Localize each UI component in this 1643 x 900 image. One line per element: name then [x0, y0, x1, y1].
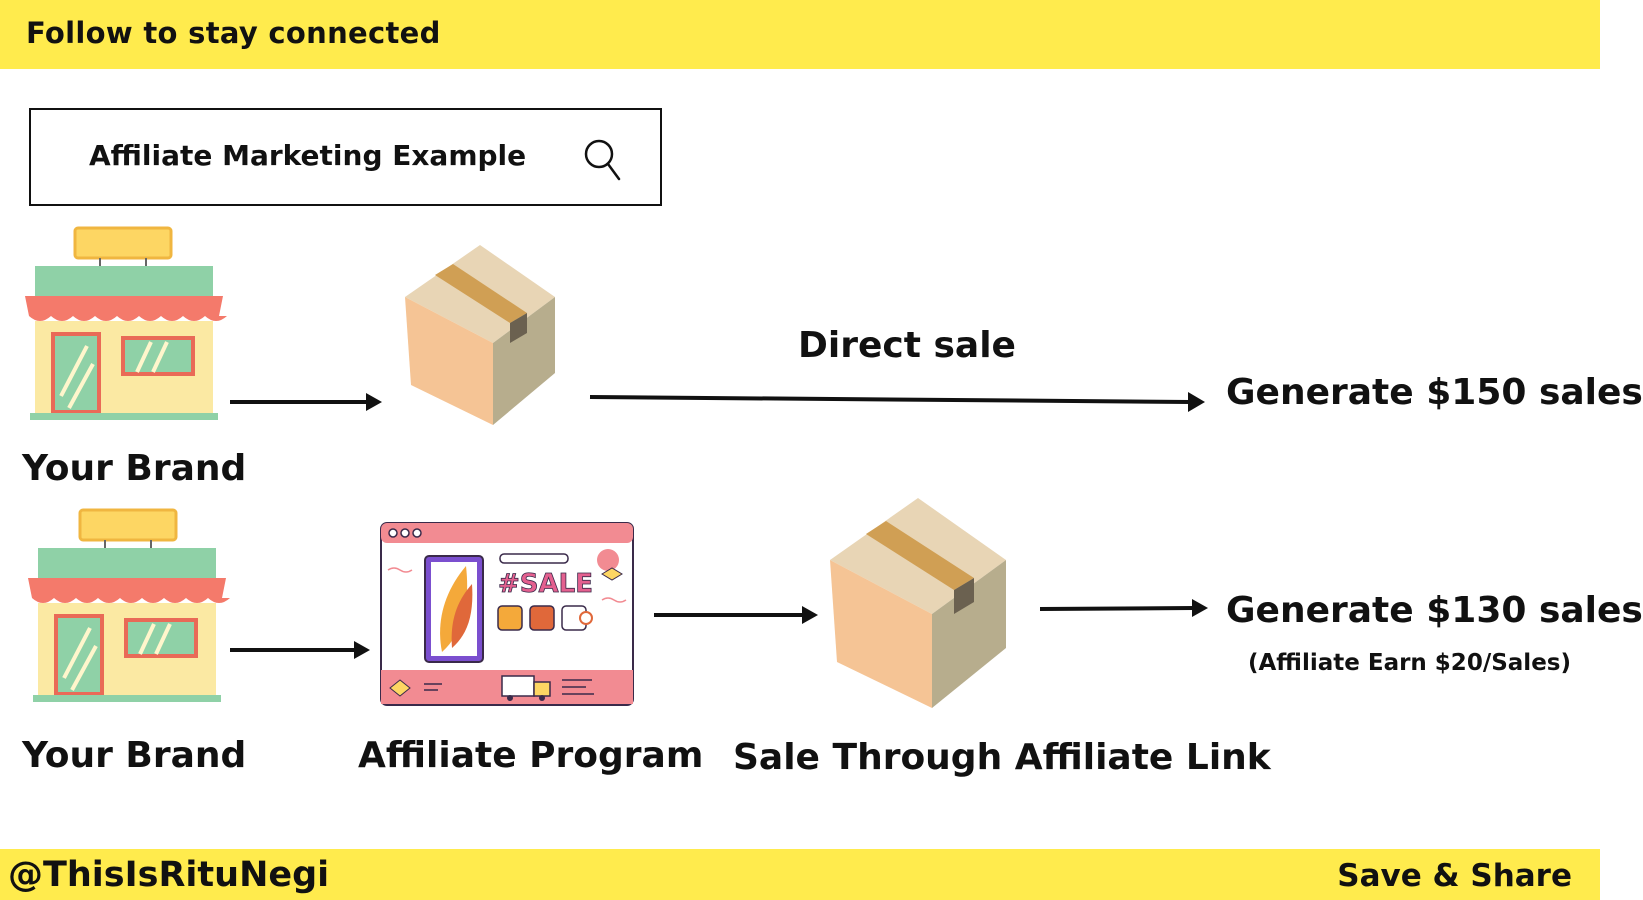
search-icon[interactable]	[583, 138, 623, 182]
arrow-icon	[1039, 599, 1208, 617]
result-150-label: Generate $150 sales	[1226, 372, 1643, 413]
bottom-banner: @ThisIsRituNegi Save & Share	[0, 849, 1600, 900]
storefront-icon	[28, 508, 230, 702]
package-box-icon	[405, 245, 555, 425]
result-130-label: Generate $130 sales	[1226, 590, 1643, 631]
save-share-text: Save & Share	[1337, 858, 1572, 894]
your-brand-label-1: Your Brand	[22, 448, 247, 489]
arrow-icon	[230, 393, 382, 411]
search-title: Affiliate Marketing Example	[89, 139, 527, 172]
direct-sale-arrow-icon	[589, 392, 1205, 412]
arrow-icon	[654, 606, 818, 624]
sale-webpage-icon: #SALE	[380, 522, 634, 706]
affiliate-program-label: Affiliate Program	[358, 735, 704, 776]
follow-text: Follow to stay connected	[26, 16, 441, 50]
arrow-icon	[230, 641, 370, 659]
your-brand-label-2: Your Brand	[22, 735, 247, 776]
storefront-icon	[25, 226, 227, 420]
sale-graphic-text: #SALE	[498, 569, 593, 599]
top-banner: Follow to stay connected	[0, 0, 1600, 69]
affiliate-earn-note: (Affiliate Earn $20/Sales)	[1248, 650, 1571, 676]
direct-sale-label: Direct sale	[798, 325, 1016, 366]
package-box-icon	[830, 498, 1006, 708]
search-box[interactable]: Affiliate Marketing Example	[29, 108, 662, 206]
author-handle[interactable]: @ThisIsRituNegi	[8, 855, 330, 895]
sale-through-link-label: Sale Through Affiliate Link	[733, 737, 1271, 778]
